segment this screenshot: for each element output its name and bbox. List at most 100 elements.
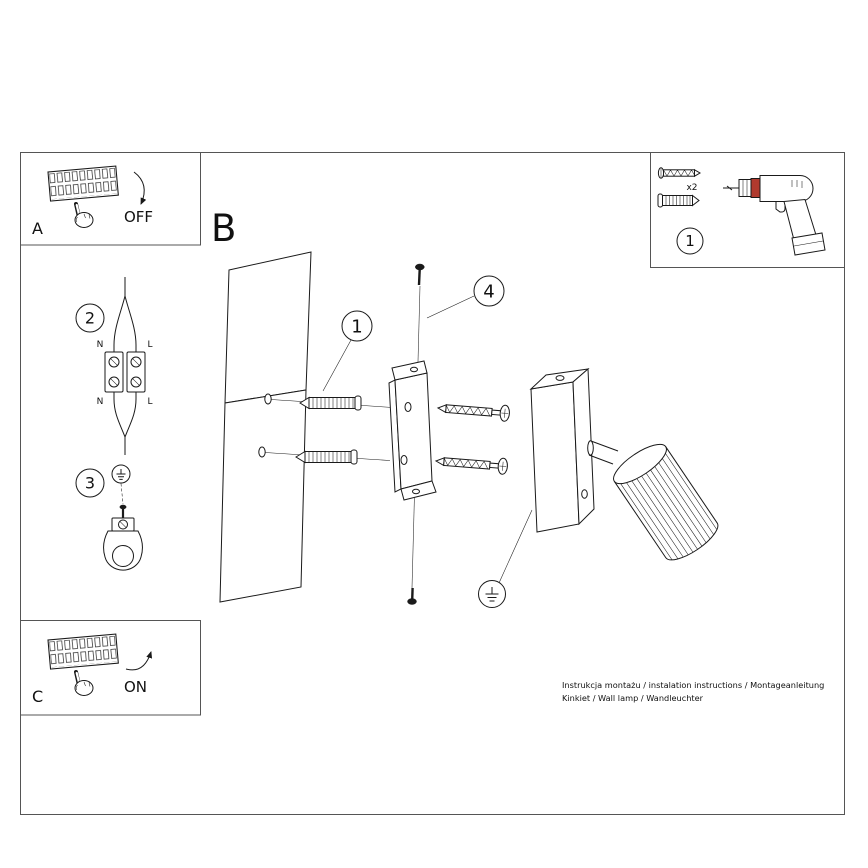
main-number-4: 4 bbox=[483, 282, 494, 303]
screw-head bbox=[415, 263, 425, 271]
drill-battery-line bbox=[793, 240, 824, 247]
step-c-label: C bbox=[32, 687, 43, 706]
step-2-wiring-diagram: 2 N L N L bbox=[75, 277, 153, 455]
mounting-bracket bbox=[388, 360, 437, 501]
parts-number-1: 1 bbox=[685, 232, 695, 250]
terminal-screw-slots bbox=[110, 358, 140, 386]
cable-bottom bbox=[113, 392, 137, 455]
step-b-label: B bbox=[211, 207, 236, 250]
screw-tip bbox=[436, 404, 447, 414]
footer-line-1: Instrukcja montażu / instalation instruc… bbox=[562, 680, 824, 690]
plug-tip bbox=[692, 194, 700, 207]
main-assembly-diagram: B 1 bbox=[211, 207, 719, 608]
bottom-grub-screw bbox=[407, 587, 417, 605]
parts-box-border bbox=[650, 152, 845, 268]
drill-body bbox=[759, 175, 814, 202]
drill-chuck-collar bbox=[750, 178, 761, 198]
anchor-body bbox=[308, 397, 356, 409]
power-off-label: OFF bbox=[124, 208, 153, 226]
breaker-panel-icon bbox=[47, 633, 119, 670]
step-3-ground-diagram: 3 bbox=[75, 464, 143, 571]
wire-label-l-bottom: L bbox=[147, 397, 152, 407]
drill-battery bbox=[791, 232, 826, 256]
screw-threads bbox=[445, 405, 490, 416]
shade-pivot-joint bbox=[587, 440, 619, 465]
lamp-base bbox=[529, 367, 595, 533]
hand-icon bbox=[73, 202, 95, 230]
ground-screw-head bbox=[119, 504, 127, 510]
anchor-body bbox=[304, 451, 352, 463]
drill-chuck bbox=[738, 179, 752, 197]
mounting-screw-drawing bbox=[657, 167, 701, 179]
panel-step-c: C ON bbox=[20, 620, 201, 716]
drill-chuck-lines bbox=[742, 179, 748, 197]
shade-top-cap bbox=[613, 443, 667, 485]
screw-shank bbox=[491, 409, 502, 416]
plug-body bbox=[662, 195, 693, 206]
wall-anchor-1 bbox=[299, 395, 362, 411]
bracket-front bbox=[394, 372, 433, 490]
drill-drawing bbox=[723, 175, 826, 256]
screw-threads bbox=[443, 458, 488, 469]
circled-number-3 bbox=[75, 468, 105, 498]
base-right-face bbox=[572, 367, 595, 526]
screw-shank bbox=[489, 462, 500, 469]
ground-bracket-hole bbox=[112, 545, 134, 567]
ground-symbol-glyph bbox=[485, 587, 499, 602]
box-c-border bbox=[20, 620, 201, 716]
circled-number-1-parts bbox=[676, 227, 704, 255]
on-arrow-icon bbox=[125, 651, 153, 671]
anchor-quantity: x2 bbox=[686, 183, 697, 193]
circled-number-2 bbox=[75, 303, 105, 333]
ground-symbol-glyph bbox=[116, 469, 126, 480]
screw-threads bbox=[663, 169, 696, 177]
wall-anchor-2 bbox=[295, 449, 358, 465]
screw-head bbox=[407, 598, 417, 605]
hand-icon bbox=[73, 670, 95, 698]
screw-body bbox=[445, 404, 493, 417]
footer-line-2: Kinkiet / Wall lamp / Wandleuchter bbox=[562, 693, 704, 703]
off-arrow-icon bbox=[133, 171, 147, 205]
sheet-border bbox=[20, 152, 845, 815]
box-a-border bbox=[20, 152, 201, 246]
screw-body bbox=[443, 457, 491, 470]
plug-flange bbox=[657, 193, 663, 208]
bracket-flange-hole-bottom bbox=[412, 488, 420, 495]
step-2-number: 2 bbox=[85, 309, 95, 328]
fixing-screw-1 bbox=[436, 404, 510, 422]
screw-shaft bbox=[417, 269, 421, 286]
joint-sides bbox=[588, 440, 619, 465]
base-knob bbox=[581, 489, 588, 499]
wire-label-l-top: L bbox=[147, 340, 152, 350]
anchor-ridges bbox=[308, 451, 350, 463]
wall-plug-drawing bbox=[657, 193, 700, 208]
bracket-flange-hole-top bbox=[410, 366, 418, 373]
breaker-panel-icon bbox=[47, 165, 119, 202]
cable-top bbox=[113, 277, 137, 352]
wire-label-n-bottom: N bbox=[97, 397, 104, 407]
anchor-flange bbox=[350, 449, 358, 465]
screw-phillips bbox=[501, 408, 509, 418]
drill-bit bbox=[723, 185, 739, 191]
top-grub-screw bbox=[415, 263, 425, 286]
screw-tip bbox=[694, 168, 701, 178]
circled-number-1-main bbox=[341, 310, 373, 342]
wall-hole-1 bbox=[264, 393, 272, 405]
bracket-hole-1 bbox=[404, 402, 412, 412]
drill-trigger bbox=[775, 201, 786, 213]
ground-clamp-slot bbox=[119, 521, 127, 528]
wall-panel-upper bbox=[224, 251, 312, 404]
shade-ribs bbox=[620, 453, 718, 561]
anchor-ridges bbox=[312, 397, 354, 409]
power-on-label: ON bbox=[124, 678, 147, 696]
parts-box: x2 1 bbox=[650, 152, 845, 268]
wall-panel-lower bbox=[219, 389, 307, 603]
lamp-shade bbox=[613, 443, 719, 561]
screw-phillips bbox=[499, 461, 507, 471]
footer: Instrukcja montażu / instalation instruc… bbox=[562, 680, 824, 703]
screw-tip bbox=[434, 457, 445, 467]
ground-leader-main bbox=[498, 509, 533, 584]
wire-label-n-top: N bbox=[97, 340, 104, 350]
drill-vents bbox=[791, 180, 803, 188]
